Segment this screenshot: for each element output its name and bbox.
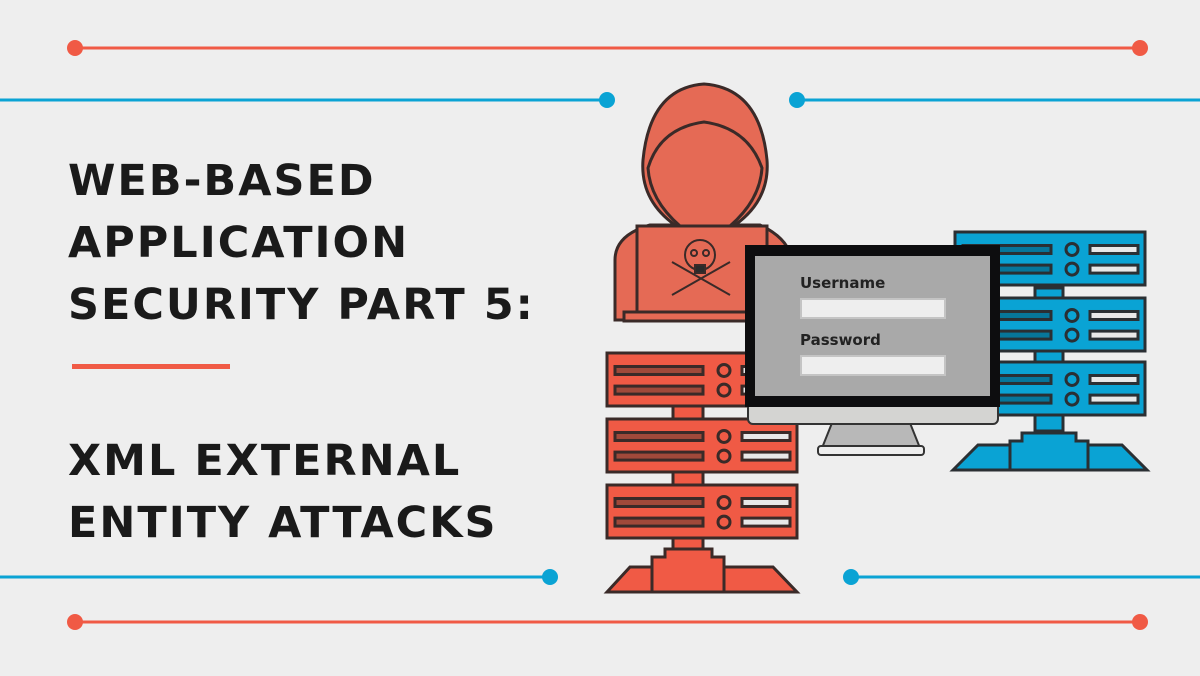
page-subtitle: XML EXTERNAL ENTITY ATTACKS [68, 430, 498, 554]
server-led [1064, 241, 1080, 257]
page-title: WEB-BASED APPLICATION SECURITY PART 5: [68, 150, 535, 336]
server-led [716, 382, 732, 398]
title-divider [72, 364, 230, 369]
password-label: Password [800, 331, 881, 349]
server-slot [1088, 373, 1140, 385]
decorative-lines [0, 40, 1200, 630]
server-slot [1088, 309, 1140, 321]
server-led [716, 428, 732, 444]
server-bar [613, 364, 705, 376]
title-line: APPLICATION [68, 218, 410, 268]
login-form: Username Password [800, 274, 946, 376]
server-slot [1088, 243, 1140, 255]
red-server-stack-icon [603, 351, 801, 594]
server-bar [613, 516, 705, 528]
server-led [716, 494, 732, 510]
server-slot [740, 516, 792, 528]
server-led [716, 514, 732, 530]
server-slot [1088, 329, 1140, 341]
server-bar [613, 450, 705, 462]
server-led [1064, 391, 1080, 407]
server-unit [605, 417, 799, 474]
server-slot [740, 430, 792, 442]
server-led [1064, 371, 1080, 387]
username-label: Username [800, 274, 886, 292]
username-input[interactable] [800, 298, 946, 319]
title-line: SECURITY PART 5: [68, 280, 535, 330]
server-slot [740, 496, 792, 508]
server-bar [613, 430, 705, 442]
server-led [1064, 327, 1080, 343]
server-slot [1088, 393, 1140, 405]
server-unit [605, 483, 799, 540]
skull-crossbones-icon [671, 239, 731, 296]
subtitle-line: ENTITY ATTACKS [68, 498, 498, 548]
subtitle-line: XML EXTERNAL [68, 436, 462, 486]
server-slot [740, 450, 792, 462]
server-led [1064, 261, 1080, 277]
server-bar [613, 384, 705, 396]
password-input[interactable] [800, 355, 946, 376]
server-bar [613, 496, 705, 508]
title-line: WEB-BASED [68, 156, 376, 206]
server-led [1064, 307, 1080, 323]
server-led [716, 448, 732, 464]
server-led [716, 362, 732, 378]
server-slot [1088, 263, 1140, 275]
